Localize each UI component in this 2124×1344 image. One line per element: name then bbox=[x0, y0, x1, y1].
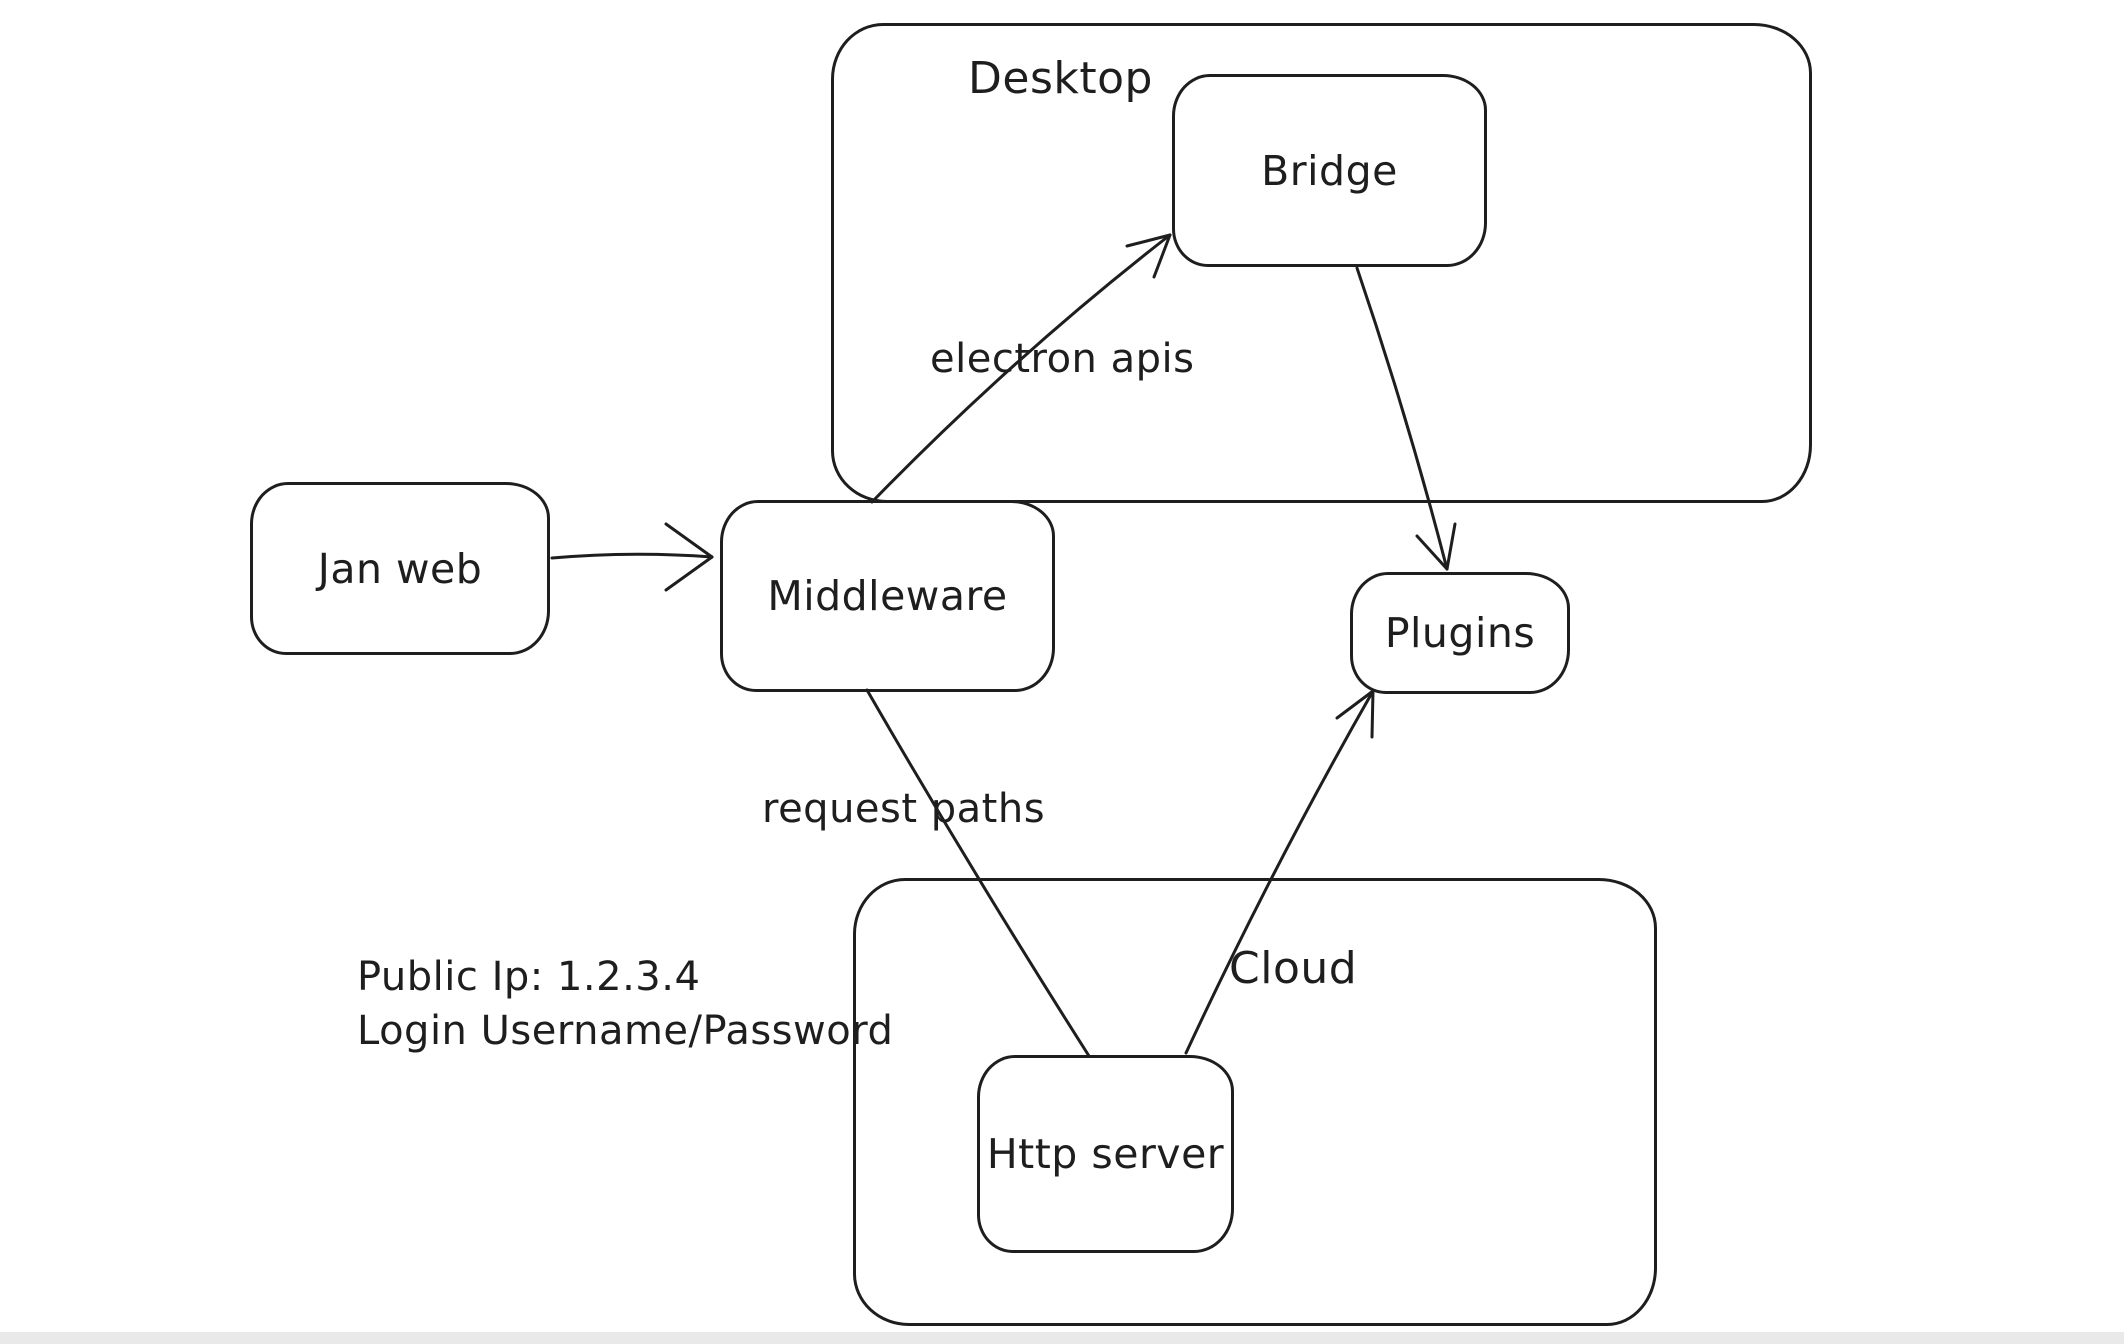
desktop-container-label: Desktop bbox=[968, 53, 1153, 104]
line-middleware-to-httpserver[interactable] bbox=[865, 688, 1091, 1058]
arrow-bridge-to-plugins[interactable] bbox=[1355, 266, 1457, 571]
node-bridge[interactable]: Bridge bbox=[1172, 74, 1487, 267]
node-bridge-label: Bridge bbox=[1261, 146, 1398, 195]
arrow-middleware-to-bridge[interactable] bbox=[870, 233, 1172, 504]
node-jan-web-label: Jan web bbox=[317, 544, 483, 593]
desktop-container[interactable]: Desktop bbox=[831, 23, 1812, 503]
annotation-public-ip-line2: Login Username/Password bbox=[357, 1008, 894, 1054]
node-http-server-label: Http server bbox=[986, 1130, 1225, 1178]
edge-label-electron-apis[interactable]: electron apis bbox=[930, 336, 1195, 382]
arrow-janweb-to-middleware[interactable] bbox=[550, 522, 714, 592]
node-plugins[interactable]: Plugins bbox=[1350, 572, 1570, 694]
edge-label-request-paths[interactable]: request paths bbox=[762, 786, 1046, 832]
node-middleware[interactable]: Middleware bbox=[720, 500, 1055, 692]
canvas-bottom-edge bbox=[0, 1332, 2124, 1344]
annotation-public-ip-line1: Public Ip: 1.2.3.4 bbox=[357, 954, 701, 1000]
annotation-public-ip[interactable]: Public Ip: 1.2.3.4 Login Username/Passwo… bbox=[357, 950, 893, 1058]
node-middleware-label: Middleware bbox=[767, 572, 1008, 620]
cloud-container[interactable]: Cloud bbox=[853, 878, 1657, 1326]
node-plugins-label: Plugins bbox=[1384, 609, 1536, 657]
node-jan-web[interactable]: Jan web bbox=[250, 482, 550, 655]
node-http-server[interactable]: Http server bbox=[977, 1055, 1234, 1253]
cloud-container-label: Cloud bbox=[1229, 943, 1358, 994]
arrow-httpserver-to-plugins[interactable] bbox=[1184, 689, 1375, 1055]
